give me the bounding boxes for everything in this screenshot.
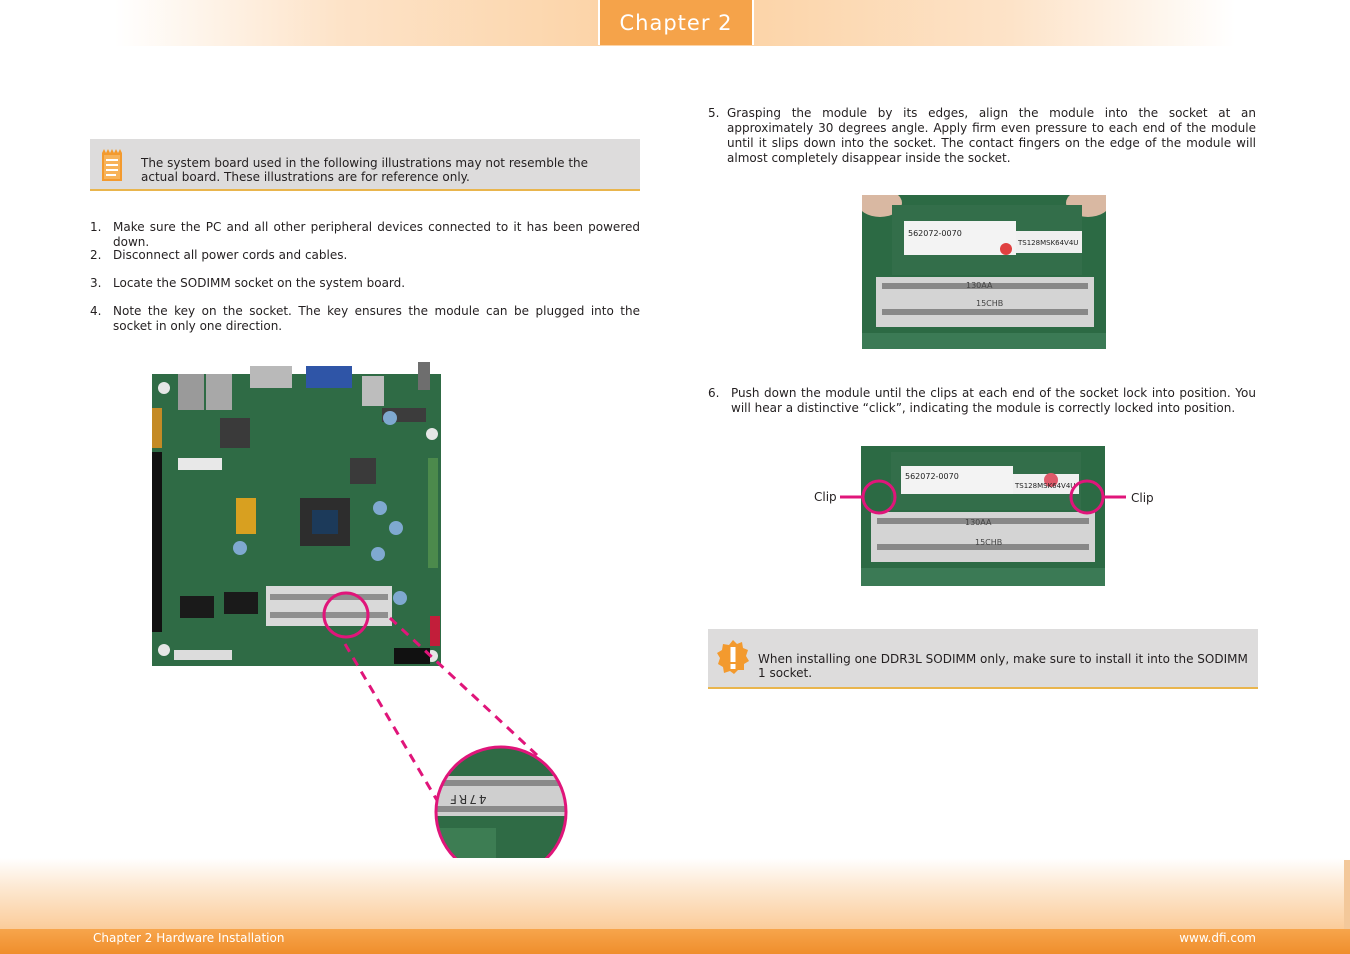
step-6: 6. Push down the module until the clips … bbox=[708, 386, 1256, 416]
clip-label-left: Clip bbox=[814, 490, 837, 504]
module-insert-photo: 562072-0070 TS128MSK64V4U 130AA 15CHB bbox=[862, 195, 1106, 349]
footer-website-link[interactable]: www.dfi.com bbox=[1179, 931, 1256, 945]
step-text: Note the key on the socket. The key ensu… bbox=[113, 304, 640, 333]
footer-band bbox=[0, 858, 1350, 930]
board-note: The system board used in the following i… bbox=[90, 139, 640, 191]
module-sticker-text: TS128MSK64V4U bbox=[1018, 239, 1079, 247]
clip-callouts bbox=[840, 479, 1126, 515]
chapter-tab: Chapter 2 bbox=[598, 0, 754, 45]
exclamation-icon bbox=[716, 639, 750, 678]
module-sticker-text: TS128MSK64V4U bbox=[1015, 482, 1076, 490]
footer-chapter-title: Chapter 2 Hardware Installation bbox=[93, 931, 285, 945]
notepad-icon bbox=[96, 147, 128, 186]
step-number: 2. bbox=[90, 248, 102, 262]
zoom-key-text: 47RF bbox=[448, 792, 487, 806]
step-text: Locate the SODIMM socket on the system b… bbox=[113, 276, 406, 290]
clip-label-right: Clip bbox=[1131, 491, 1154, 505]
socket-label-bottom: 15CHB bbox=[976, 299, 1004, 308]
step-number: 6. bbox=[708, 386, 720, 400]
step-3: 3. Locate the SODIMM socket on the syste… bbox=[90, 276, 640, 291]
step-number: 4. bbox=[90, 304, 102, 318]
motherboard-photo bbox=[150, 358, 445, 668]
footer-shade bbox=[1344, 860, 1350, 932]
sodimm-note: When installing one DDR3L SODIMM only, m… bbox=[708, 629, 1258, 689]
step-text: Grasping the module by its edges, align … bbox=[727, 106, 1256, 165]
module-part-number: 562072-0070 bbox=[908, 229, 962, 238]
step-2: 2. Disconnect all power cords and cables… bbox=[90, 248, 640, 263]
module-part-number: 562072-0070 bbox=[905, 472, 959, 481]
step-1: 1. Make sure the PC and all other periph… bbox=[90, 220, 640, 250]
step-number: 1. bbox=[90, 220, 102, 234]
step-text: Push down the module until the clips at … bbox=[731, 386, 1256, 415]
step-text: Make sure the PC and all other periphera… bbox=[113, 220, 640, 249]
socket-label-top: 130AA bbox=[965, 518, 992, 527]
board-note-text: The system board used in the following i… bbox=[141, 156, 589, 184]
socket-label-top: 130AA bbox=[966, 281, 993, 290]
step-text: Disconnect all power cords and cables. bbox=[113, 248, 348, 262]
step-number: 5. bbox=[708, 106, 720, 120]
module-locked-photo: 562072-0070 TS128MSK64V4U 130AA 15CHB bbox=[861, 446, 1105, 586]
footer-bar: Chapter 2 Hardware Installation www.dfi.… bbox=[0, 929, 1350, 954]
step-4: 4. Note the key on the socket. The key e… bbox=[90, 304, 640, 334]
socket-label-bottom: 15CHB bbox=[975, 538, 1003, 547]
zoom-callout-overlay bbox=[322, 591, 568, 879]
step-5: 5. Grasping the module by its edges, ali… bbox=[708, 106, 1256, 166]
step-number: 3. bbox=[90, 276, 102, 290]
sodimm-note-text: When installing one DDR3L SODIMM only, m… bbox=[758, 652, 1248, 680]
